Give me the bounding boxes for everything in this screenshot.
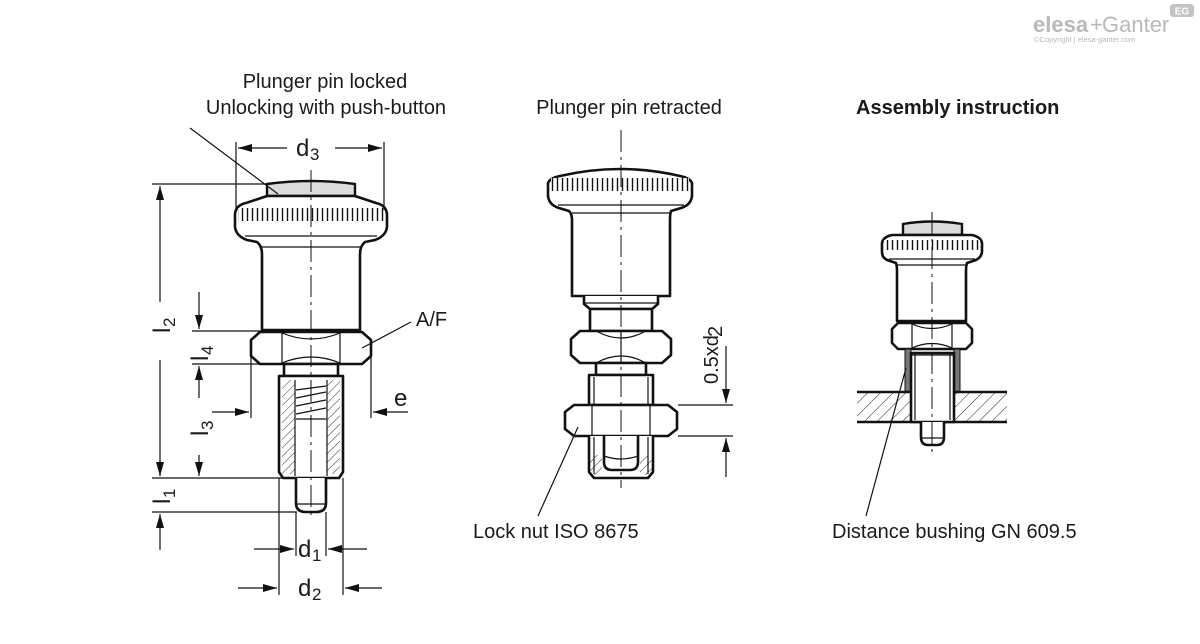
svg-text:l: l [187,356,214,361]
callout-lock-nut: Lock nut ISO 8675 [473,521,639,543]
svg-text:4: 4 [198,346,217,355]
dim-l2: l 2 [149,318,179,333]
logo-brand-plus: + [1090,12,1103,37]
callout-distance-bushing: Distance bushing GN 609.5 [832,521,1077,543]
knob [233,194,389,332]
dim-l3: l 3 [187,421,217,436]
view-assembly: Assembly instruction Di [832,97,1077,543]
svg-text:0.5xd: 0.5xd [701,335,723,384]
leader-distance-bushing [865,367,907,517]
dim-d3: d 3 [296,135,319,164]
logo-brand-right: Ganter [1102,12,1169,37]
dim-d2: d 2 [298,575,321,604]
svg-text:d: d [296,135,309,162]
brand-logo: EG elesa + Ganter ©Copyright | elesa-gan… [1033,4,1194,44]
dim-l1: l 1 [149,489,179,504]
svg-text:d: d [298,575,311,602]
leader-lock-nut [537,426,579,517]
dim-af: A/F [416,309,447,331]
dim-l4: l 4 [187,346,217,361]
svg-text:2: 2 [705,326,727,337]
title-locked-line1: Plunger pin locked [243,71,408,93]
logo-copyright: ©Copyright | elesa-ganter.com [1034,35,1135,44]
svg-text:1: 1 [160,489,179,498]
logo-badge-text: EG [1175,7,1190,18]
svg-text:3: 3 [310,145,319,164]
svg-text:2: 2 [312,585,321,604]
dim-half-d2: 0.5xd 2 [701,326,727,384]
dim-d1: d 1 [298,536,321,565]
mounting-plate [857,392,910,422]
svg-text:3: 3 [198,421,217,430]
svg-text:l: l [187,431,214,436]
svg-text:l: l [149,499,176,504]
leader-push-button [189,127,279,195]
title-retracted: Plunger pin retracted [536,97,722,119]
svg-text:d: d [298,536,311,563]
knob-retracted [546,167,694,298]
title-assembly: Assembly instruction [856,97,1059,119]
svg-text:2: 2 [160,318,179,327]
svg-text:l: l [149,328,176,333]
logo-badge [1170,4,1194,17]
svg-text:1: 1 [312,546,321,565]
title-locked-line2: Unlocking with push-button [206,97,446,119]
dim-e: e [394,385,407,412]
logo-brand-left: elesa [1033,12,1089,37]
view-plunger-locked: Plunger pin locked Unlocking with push-b… [149,71,447,604]
view-plunger-retracted: Plunger pin retracted [473,97,733,543]
